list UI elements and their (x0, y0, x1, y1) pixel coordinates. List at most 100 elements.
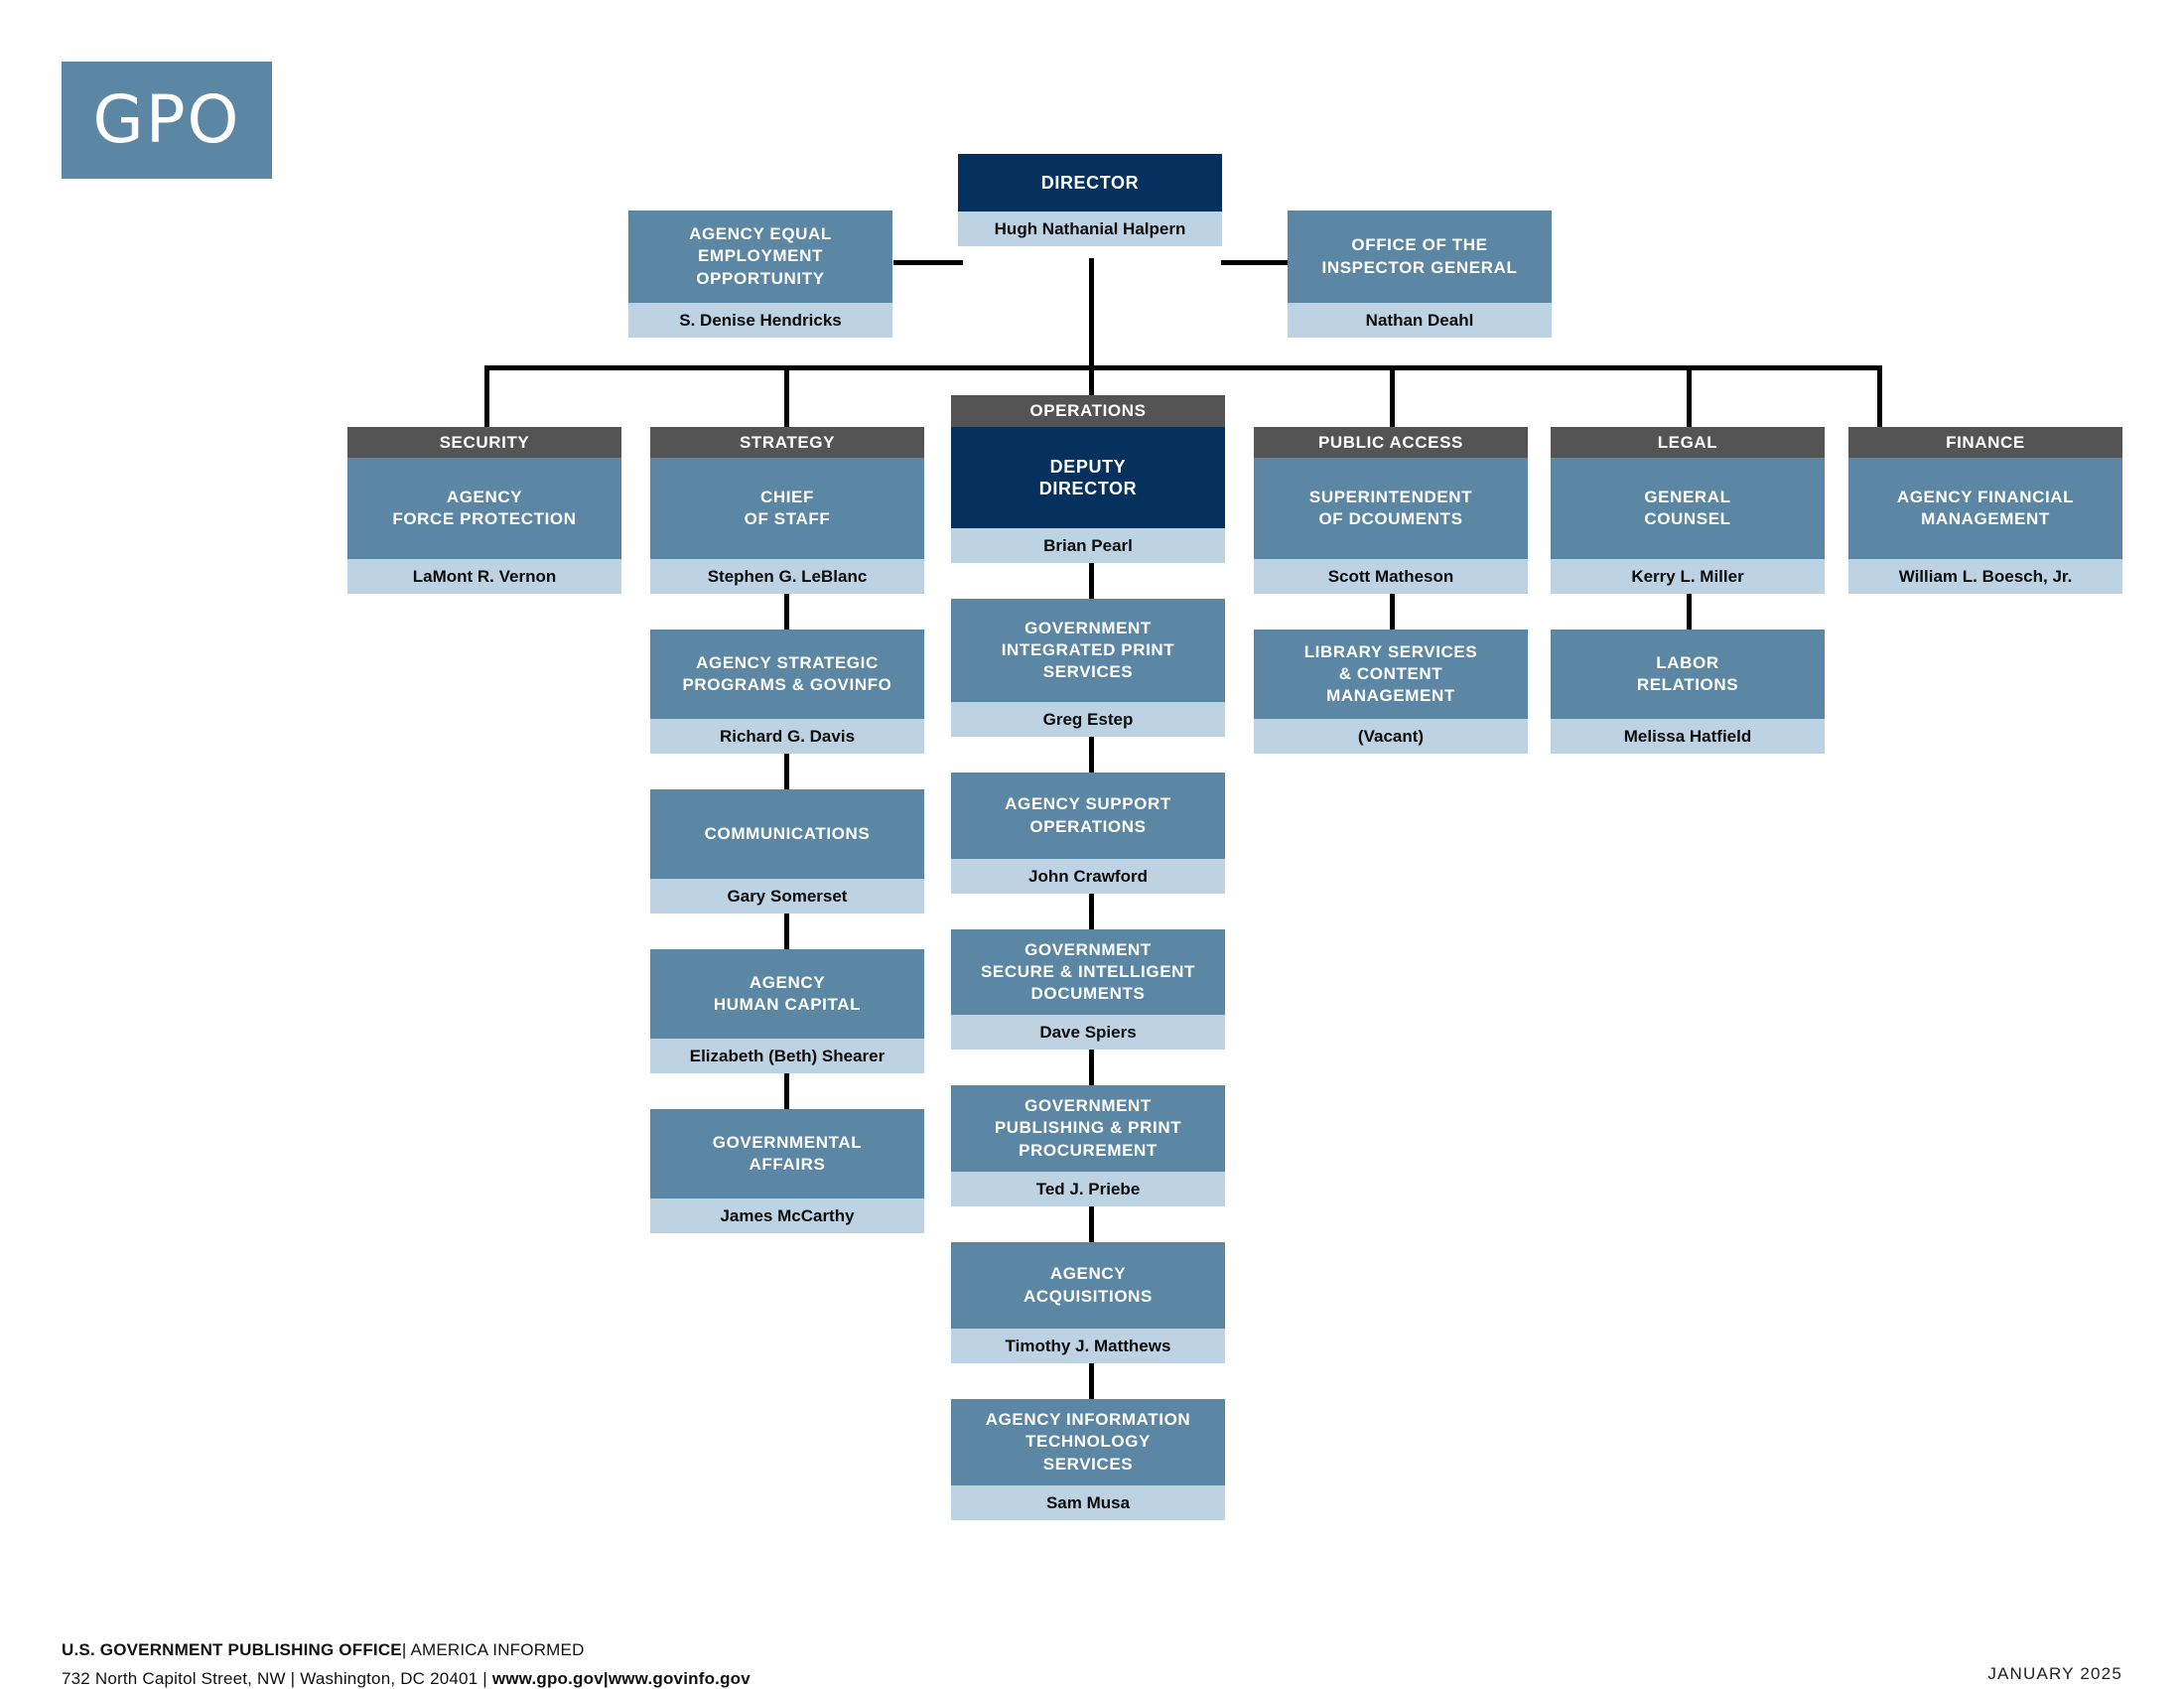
node-director-title: DIRECTOR (958, 154, 1222, 211)
node-governmental-affairs-title: GOVERNMENTAL AFFAIRS (650, 1109, 924, 1198)
node-government-publishing-print-procurement[interactable]: GOVERNMENT PUBLISHING & PRINT PROCUREMEN… (951, 1085, 1225, 1206)
column-header-strategy[interactable]: STRATEGY (650, 427, 924, 458)
gpo-logo: GPO (62, 62, 272, 179)
node-communications[interactable]: COMMUNICATIONS Gary Somerset (650, 789, 924, 914)
node-strategy-lead[interactable]: CHIEF OF STAFF Stephen G. LeBlanc (650, 458, 924, 594)
node-governmental-affairs[interactable]: GOVERNMENTAL AFFAIRS James McCarthy (650, 1109, 924, 1233)
connector-strategy-2 (784, 754, 789, 789)
connector-drop-strategy (784, 365, 789, 427)
footer-urls[interactable]: www.gpo.gov|www.govinfo.gov (491, 1669, 751, 1688)
footer-address-line: 732 North Capitol Street, NW | Washingto… (62, 1669, 751, 1689)
connector-drop-legal (1687, 365, 1692, 427)
node-agency-information-technology-services-title: AGENCY INFORMATION TECHNOLOGY SERVICES (951, 1399, 1225, 1485)
node-inspector-general-name: Nathan Deahl (1288, 303, 1552, 338)
node-governmental-affairs-name: James McCarthy (650, 1198, 924, 1233)
node-deputy-director-name: Brian Pearl (951, 528, 1225, 563)
connector-director-stem (1089, 258, 1094, 369)
node-agency-acquisitions-name: Timothy J. Matthews (951, 1329, 1225, 1363)
footer-tagline: | AMERICA INFORMED (401, 1640, 585, 1659)
footer-org-name: U.S. GOVERNMENT PUBLISHING OFFICE (62, 1640, 402, 1659)
column-header-public-access-label: PUBLIC ACCESS (1254, 427, 1528, 458)
column-header-finance-label: FINANCE (1848, 427, 2122, 458)
node-communications-name: Gary Somerset (650, 879, 924, 914)
footer: U.S. GOVERNMENT PUBLISHING OFFICE| AMERI… (62, 1640, 751, 1689)
node-government-integrated-print-services-name: Greg Estep (951, 702, 1225, 737)
connector-strategy-4 (784, 1073, 789, 1109)
column-header-operations-label: OPERATIONS (951, 395, 1225, 427)
connector-operations-6 (1089, 1363, 1094, 1399)
node-agency-human-capital-title: AGENCY HUMAN CAPITAL (650, 949, 924, 1039)
node-agency-acquisitions-title: AGENCY ACQUISITIONS (951, 1242, 1225, 1329)
column-header-strategy-label: STRATEGY (650, 427, 924, 458)
node-director[interactable]: DIRECTOR Hugh Nathanial Halpern (958, 154, 1222, 246)
node-library-services-content-management[interactable]: LIBRARY SERVICES & CONTENT MANAGEMENT (V… (1254, 630, 1528, 754)
node-superintendent-of-documents-title: SUPERINTENDENT OF DCOUMENTS (1254, 458, 1528, 559)
node-agency-eeo[interactable]: AGENCY EQUAL EMPLOYMENT OPPORTUNITY S. D… (628, 211, 892, 338)
column-header-legal-label: LEGAL (1551, 427, 1825, 458)
node-inspector-general[interactable]: OFFICE OF THE INSPECTOR GENERAL Nathan D… (1288, 211, 1552, 338)
node-agency-human-capital-name: Elizabeth (Beth) Shearer (650, 1039, 924, 1073)
connector-operations-3 (1089, 894, 1094, 929)
connector-drop-finance (1877, 365, 1882, 427)
node-agency-financial-management-name: William L. Boesch, Jr. (1848, 559, 2122, 594)
node-agency-strategic-programs-name: Richard G. Davis (650, 719, 924, 754)
node-security-lead-title: AGENCY FORCE PROTECTION (347, 458, 621, 559)
node-agency-eeo-title: AGENCY EQUAL EMPLOYMENT OPPORTUNITY (628, 211, 892, 303)
node-agency-strategic-programs-title: AGENCY STRATEGIC PROGRAMS & GOVINFO (650, 630, 924, 719)
column-header-operations[interactable]: OPERATIONS (951, 395, 1225, 427)
column-header-legal[interactable]: LEGAL (1551, 427, 1825, 458)
column-header-security[interactable]: SECURITY (347, 427, 621, 458)
node-agency-support-operations-title: AGENCY SUPPORT OPERATIONS (951, 773, 1225, 859)
node-labor-relations-name: Melissa Hatfield (1551, 719, 1825, 754)
node-agency-information-technology-services-name: Sam Musa (951, 1485, 1225, 1520)
connector-director-eeo (893, 260, 963, 265)
connector-drop-operations (1089, 365, 1094, 395)
node-security-lead-name: LaMont R. Vernon (347, 559, 621, 594)
node-deputy-director[interactable]: DEPUTY DIRECTOR Brian Pearl (951, 427, 1225, 563)
node-agency-eeo-name: S. Denise Hendricks (628, 303, 892, 338)
node-security-lead[interactable]: AGENCY FORCE PROTECTION LaMont R. Vernon (347, 458, 621, 594)
node-agency-support-operations-name: John Crawford (951, 859, 1225, 894)
connector-operations-5 (1089, 1206, 1094, 1242)
connector-strategy-3 (784, 914, 789, 949)
column-header-public-access[interactable]: PUBLIC ACCESS (1254, 427, 1528, 458)
node-government-integrated-print-services[interactable]: GOVERNMENT INTEGRATED PRINT SERVICES Gre… (951, 599, 1225, 737)
node-agency-financial-management-title: AGENCY FINANCIAL MANAGEMENT (1848, 458, 2122, 559)
node-inspector-general-title: OFFICE OF THE INSPECTOR GENERAL (1288, 211, 1552, 303)
node-agency-financial-management[interactable]: AGENCY FINANCIAL MANAGEMENT William L. B… (1848, 458, 2122, 594)
column-header-security-label: SECURITY (347, 427, 621, 458)
connector-drop-public-access (1390, 365, 1395, 427)
node-labor-relations[interactable]: LABOR RELATIONS Melissa Hatfield (1551, 630, 1825, 754)
node-communications-title: COMMUNICATIONS (650, 789, 924, 879)
connector-strategy-1 (784, 594, 789, 630)
node-labor-relations-title: LABOR RELATIONS (1551, 630, 1825, 719)
node-agency-human-capital[interactable]: AGENCY HUMAN CAPITAL Elizabeth (Beth) Sh… (650, 949, 924, 1073)
node-superintendent-of-documents-name: Scott Matheson (1254, 559, 1528, 594)
node-agency-support-operations[interactable]: AGENCY SUPPORT OPERATIONS John Crawford (951, 773, 1225, 894)
node-deputy-director-title: DEPUTY DIRECTOR (951, 427, 1225, 528)
footer-address: 732 North Capitol Street, NW | Washingto… (62, 1669, 492, 1688)
connector-director-oig (1221, 260, 1291, 265)
node-government-integrated-print-services-title: GOVERNMENT INTEGRATED PRINT SERVICES (951, 599, 1225, 702)
node-agency-strategic-programs[interactable]: AGENCY STRATEGIC PROGRAMS & GOVINFO Rich… (650, 630, 924, 754)
node-library-services-content-management-title: LIBRARY SERVICES & CONTENT MANAGEMENT (1254, 630, 1528, 719)
node-government-publishing-print-procurement-title: GOVERNMENT PUBLISHING & PRINT PROCUREMEN… (951, 1085, 1225, 1172)
node-agency-acquisitions[interactable]: AGENCY ACQUISITIONS Timothy J. Matthews (951, 1242, 1225, 1363)
connector-operations-2 (1089, 737, 1094, 773)
footer-date: JANUARY 2025 (1987, 1664, 2122, 1683)
connector-operations-4 (1089, 1050, 1094, 1085)
node-library-services-content-management-name: (Vacant) (1254, 719, 1528, 754)
connector-public-access-1 (1390, 594, 1395, 630)
connector-legal-1 (1687, 594, 1692, 630)
column-header-finance[interactable]: FINANCE (1848, 427, 2122, 458)
node-agency-information-technology-services[interactable]: AGENCY INFORMATION TECHNOLOGY SERVICES S… (951, 1399, 1225, 1520)
node-general-counsel[interactable]: GENERAL COUNSEL Kerry L. Miller (1551, 458, 1825, 594)
connector-operations-1 (1089, 563, 1094, 599)
node-superintendent-of-documents[interactable]: SUPERINTENDENT OF DCOUMENTS Scott Mathes… (1254, 458, 1528, 594)
node-government-secure-intelligent-documents[interactable]: GOVERNMENT SECURE & INTELLIGENT DOCUMENT… (951, 929, 1225, 1050)
node-general-counsel-name: Kerry L. Miller (1551, 559, 1825, 594)
node-government-secure-intelligent-documents-name: Dave Spiers (951, 1015, 1225, 1050)
node-strategy-lead-name: Stephen G. LeBlanc (650, 559, 924, 594)
node-government-secure-intelligent-documents-title: GOVERNMENT SECURE & INTELLIGENT DOCUMENT… (951, 929, 1225, 1015)
gpo-logo-text: GPO (92, 81, 241, 158)
